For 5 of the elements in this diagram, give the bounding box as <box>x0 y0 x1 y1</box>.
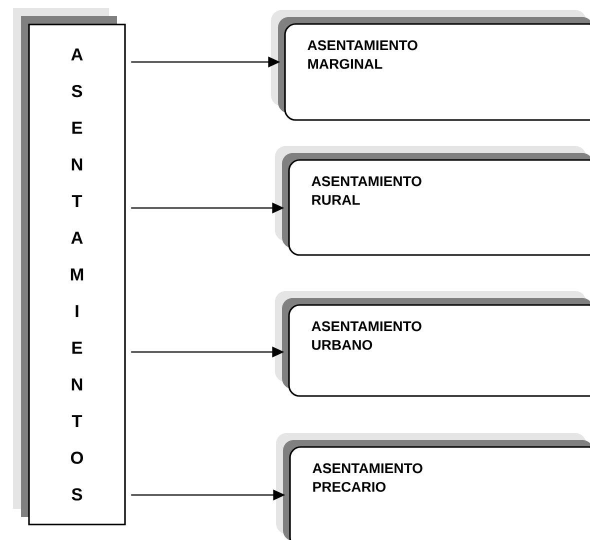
category-box: ASENTAMIENTO PRECARIO <box>276 433 590 540</box>
category-box: ASENTAMIENTO URBANO <box>275 291 590 397</box>
title-box: ASENTAMIENTOS <box>13 8 126 526</box>
category-box: ASENTAMIENTO MARGINAL <box>271 10 590 121</box>
category-box: ASENTAMIENTO RURAL <box>275 146 590 256</box>
